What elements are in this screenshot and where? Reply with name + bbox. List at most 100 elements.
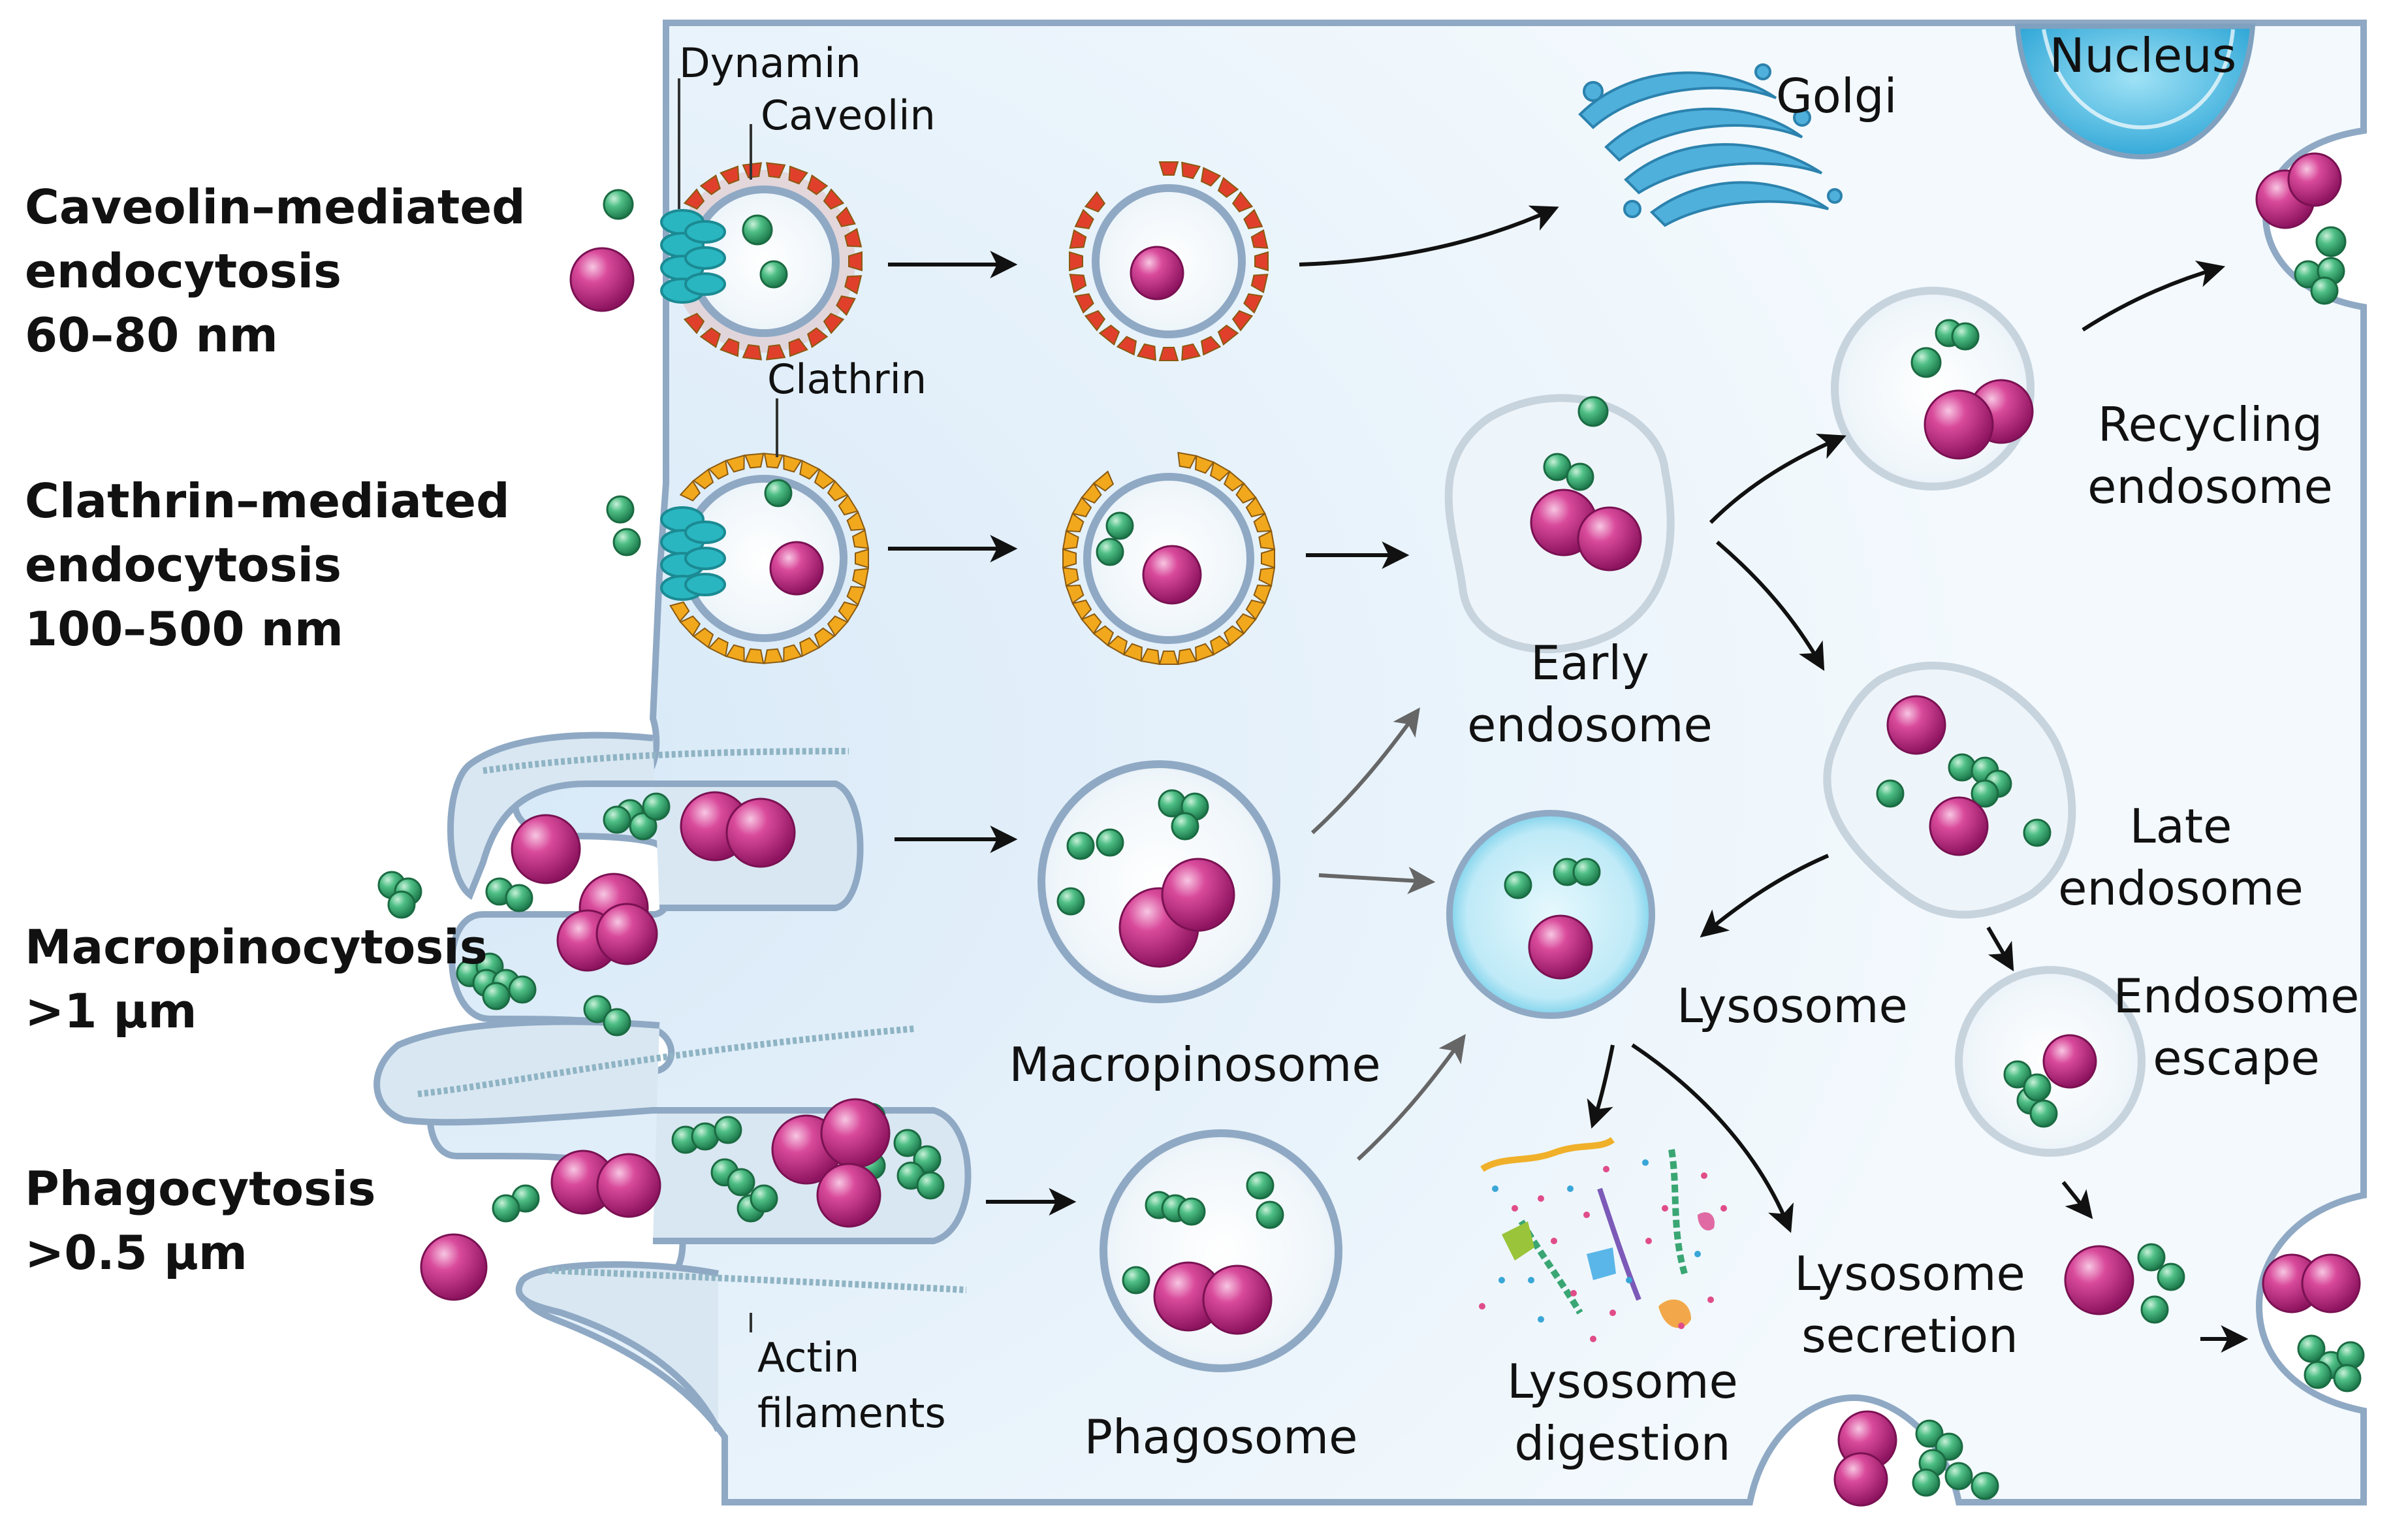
small-cargo-particle [2029, 1099, 2058, 1128]
clathrin-coat-unit [846, 511, 866, 531]
clathrin-coat-unit [827, 480, 849, 502]
clathrin-coat-unit [1195, 643, 1215, 662]
clathrin-coat-unit [1062, 567, 1079, 587]
small-cargo-particle [1246, 1171, 1275, 1200]
clathrin-coat-unit [725, 644, 745, 663]
clathrin-coat-unit [1223, 625, 1245, 647]
large-cargo-particle [1142, 545, 1202, 605]
large-cargo-particle [725, 797, 796, 868]
arrow-lysosome-to-secretion [1631, 1043, 1794, 1233]
pathway-clathrin-line2: endocytosis [25, 538, 341, 592]
large-cargo-particle [511, 814, 581, 884]
caveolin-coat-unit [1084, 191, 1106, 213]
early-endosome-label-2: endosome [1467, 698, 1713, 752]
small-cargo-particle [2023, 1073, 2052, 1102]
late-endosome-label-1: Late [2130, 799, 2232, 854]
small-cargo-particle [1256, 1200, 1284, 1229]
clathrin-coat-unit [679, 480, 701, 502]
digestion-debris [1479, 1136, 1727, 1342]
pathway-phagocytosis-size: >0.5 µm [25, 1225, 247, 1280]
phagocytosis-arm-lower [515, 1261, 721, 1432]
clathrin-coat-unit [692, 627, 714, 649]
caveolin-coat-unit [1217, 176, 1239, 199]
actin-label-2: filaments [757, 1389, 946, 1437]
small-cargo-particle [714, 1116, 742, 1144]
arrow-recycling-to-membrane [2082, 261, 2226, 332]
clathrin-coat-unit [783, 454, 802, 473]
caveolin-label: Caveolin [761, 91, 936, 139]
small-cargo-particle [727, 1168, 755, 1197]
digestion-fragment [1678, 1323, 1685, 1329]
small-cargo-particle [2310, 276, 2339, 305]
small-cargo-particle [916, 1171, 945, 1200]
small-cargo-particle [1912, 1468, 1941, 1497]
caveolin-coat-unit [1250, 274, 1269, 294]
clathrin-coat-unit [1245, 496, 1266, 518]
caveolin-coat-unit [683, 188, 705, 210]
large-cargo-particle [769, 541, 824, 596]
small-cargo-particle [2003, 1060, 2032, 1089]
pathway-phagocytosis-name: Phagocytosis [25, 1161, 376, 1216]
small-cargo-particle [1572, 858, 1601, 886]
large-cargo-particle [1202, 1264, 1273, 1335]
clathrin-label: Clathrin [767, 355, 927, 403]
small-cargo-particle [2315, 226, 2347, 257]
recycling-endosome-label-2: endosome [2087, 459, 2333, 514]
lysosome-digestion-label-2: digestion [1514, 1416, 1730, 1471]
nucleus: Nucleus [2014, 24, 2256, 160]
small-cargo-particle [1876, 779, 1905, 808]
clathrin-coat-unit [1071, 496, 1092, 518]
clathrin-coat-unit [1065, 585, 1085, 605]
caveolin-coat-unit [1069, 251, 1083, 272]
small-cargo-particle [2336, 1341, 2365, 1370]
clathrin-coat-unit [744, 648, 765, 664]
small-cargo-particle [603, 1008, 631, 1037]
golgi-label: Golgi [1776, 69, 1897, 123]
digestion-fragment [1642, 1159, 1649, 1166]
clathrin-coat-unit [1195, 455, 1215, 474]
small-cargo-particle [1096, 828, 1124, 857]
small-cargo-particle [2023, 818, 2052, 847]
large-cargo-particle [2301, 1253, 2361, 1313]
arrow-late-to-escape [1986, 926, 2014, 972]
actin-filament-upper [483, 748, 849, 774]
clathrin-coat-unit [692, 468, 714, 490]
large-cargo-particle [1577, 506, 1642, 571]
digestion-fragment [1626, 1277, 1632, 1283]
large-cargo-particle [595, 903, 658, 965]
large-cargo-particle [2287, 152, 2342, 207]
digestion-fragment [1538, 1316, 1544, 1323]
dynamin-ring-clathrin [660, 506, 726, 601]
clathrin-coat-unit [814, 627, 836, 649]
large-cargo-particle [420, 1233, 488, 1301]
digestion-fragment [1528, 1277, 1534, 1283]
lysosome-label: Lysosome [1677, 978, 1908, 1033]
caveolin-coat-unit [720, 165, 740, 185]
pathway-clathrin-name: Clathrin–mediated [25, 474, 510, 528]
caveolin-coat-unit [1217, 324, 1239, 346]
digestion-fragment [1694, 1251, 1701, 1257]
digestion-fragment [1498, 1277, 1505, 1283]
small-cargo-particle [505, 884, 533, 912]
small-cargo-particle [482, 982, 511, 1010]
pathway-macropinocytosis-name: Macropinocytosis [25, 920, 488, 974]
caveolin-coat-unit [1158, 161, 1179, 176]
large-cargo-particle [816, 1163, 881, 1228]
clathrin-coat-unit [1258, 530, 1276, 550]
recycling-endosome-label-1: Recycling [2098, 397, 2322, 452]
small-cargo-particle [583, 995, 612, 1023]
actin-label-1: Actin [757, 1334, 859, 1381]
macropinosome [1038, 760, 1280, 1003]
clathrin-coat-unit [838, 494, 859, 516]
digestion-fragment [1707, 1296, 1714, 1303]
caveolin-coat-unit [1200, 167, 1222, 187]
large-cargo-particle [2064, 1245, 2134, 1315]
small-cargo-particle [1951, 322, 1980, 351]
small-cargo-particle [612, 528, 641, 556]
clathrin-coat-unit [1253, 512, 1273, 532]
small-cargo-particle [1171, 812, 1199, 841]
small-cargo-particle [1948, 753, 1976, 782]
caveolin-coat-unit [742, 344, 763, 361]
nucleus-label: Nucleus [2050, 28, 2237, 83]
cargo-particles [377, 152, 2365, 1507]
